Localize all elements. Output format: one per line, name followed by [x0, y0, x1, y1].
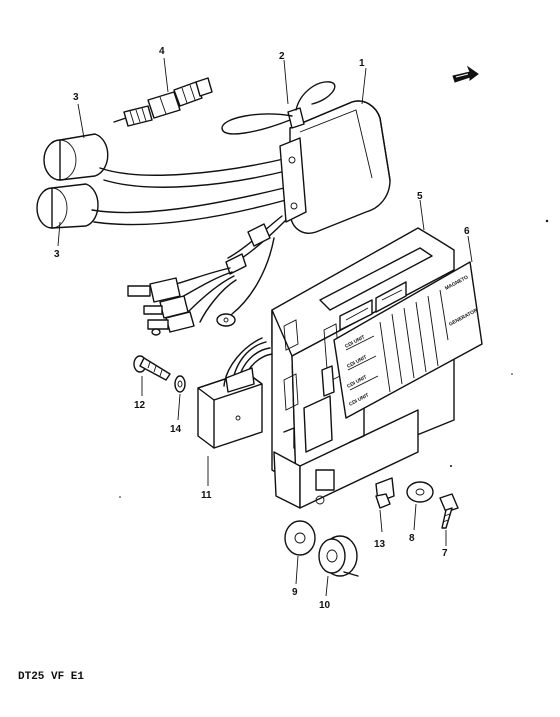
callout-5: 5	[417, 191, 423, 202]
high-tension-leads	[91, 157, 291, 226]
rectifier	[197, 337, 273, 449]
callout-10: 10	[319, 600, 331, 611]
ground-wire	[221, 81, 336, 135]
callout-8: 8	[409, 533, 415, 544]
bolt	[439, 493, 459, 529]
callout-3-upper: 3	[73, 92, 79, 103]
nut	[375, 493, 391, 509]
model-code: DT25 VF E1	[18, 671, 84, 683]
callout-4: 4	[159, 46, 165, 57]
callout-9: 9	[292, 587, 298, 598]
callout-2: 2	[279, 51, 285, 62]
spark-plug-cap-upper	[43, 133, 109, 181]
spark-plug	[113, 77, 213, 127]
callout-1: 1	[359, 58, 365, 69]
callout-12: 12	[134, 400, 146, 411]
washer-small	[174, 375, 186, 393]
label-plate: CDI UNIT CDI UNIT CDI UNIT CDI UNIT MAGN…	[333, 261, 483, 419]
callout-6: 6	[464, 226, 470, 237]
screw	[133, 355, 171, 381]
callout-7: 7	[442, 548, 448, 559]
callout-13: 13	[374, 539, 386, 550]
callout-11: 11	[201, 490, 212, 501]
callout-14: 14	[170, 424, 182, 435]
ignition-coil	[279, 100, 391, 234]
grommet	[318, 535, 359, 577]
spark-plug-cap-lower	[36, 183, 99, 229]
callout-3-lower: 3	[54, 249, 60, 260]
wiring-harness	[127, 215, 287, 336]
direction-arrow-icon	[452, 65, 479, 83]
washer-large	[406, 481, 434, 503]
grommet-washer	[284, 520, 316, 556]
